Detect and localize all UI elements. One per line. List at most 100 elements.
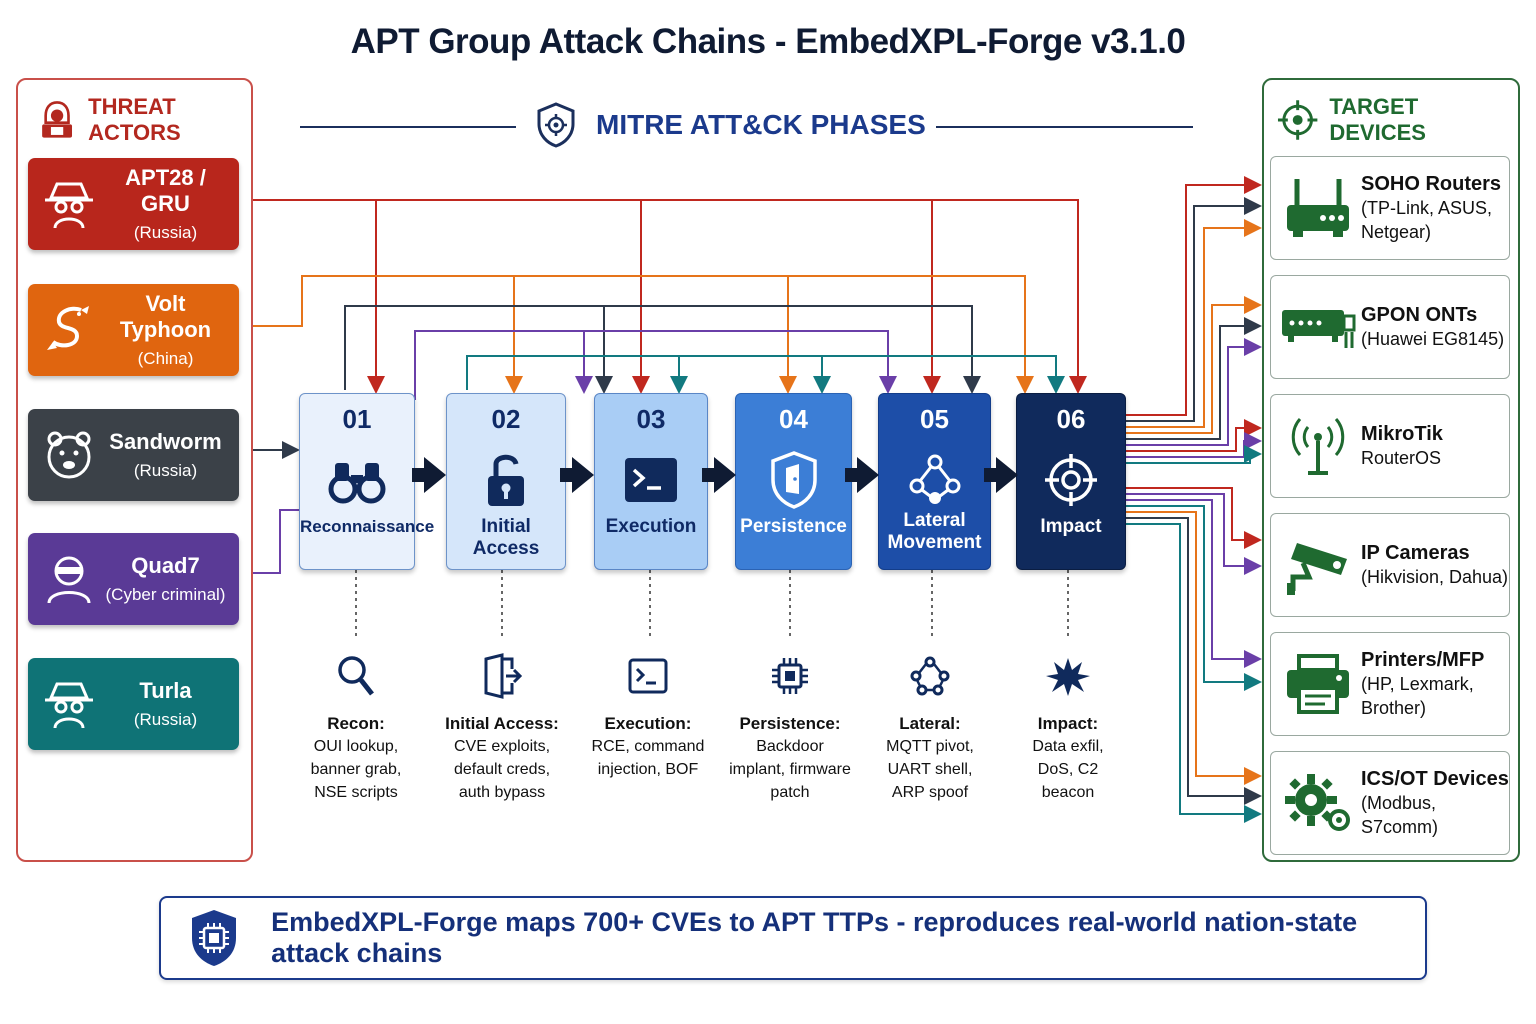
target-devices-panel: TARGET DEVICES SOHO Routers(TP-Link, ASU… [1262,78,1520,862]
shield-door-icon [770,451,817,509]
phase-arrow-1-2 [412,457,446,493]
phase-number: 05 [920,404,949,434]
actor-sandworm[interactable]: Sandworm(Russia) [28,409,239,501]
target-sub: Netgear) [1361,222,1432,242]
target-name: Printers/MFP [1361,649,1485,671]
detail-lateral: Lateral: MQTT pivot, UART shell, ARP spo… [855,652,1005,804]
detail-recon: Recon: OUI lookup, banner grab, NSE scri… [281,652,431,804]
target-name: MikroTik [1361,423,1443,445]
phase-impact[interactable]: 06 Impact [1016,393,1126,570]
detail-heading: Impact: [1037,714,1099,733]
detail-line: injection, BOF [597,761,699,778]
network-nodes-icon [910,656,950,696]
threat-actors-heading: THREAT ACTORS [36,94,251,146]
detail-heading: Persistence: [739,714,841,733]
camera-icon [1287,543,1347,595]
detail-line: auth bypass [458,784,546,801]
actor-origin: (Russia) [133,223,198,242]
volt-typhoon-connectors [238,275,1034,394]
phase-number: 06 [1056,404,1086,434]
mitre-heading: MITRE ATT&CK PHASES [536,102,926,148]
detail-line: implant, firmware [729,761,851,778]
target-icon [1277,100,1318,140]
phase-arrow-3-4 [702,457,736,493]
gear-icon [1285,774,1350,831]
ont-icon [1282,310,1356,348]
spy-hat-icon [45,682,93,729]
actor-quad7[interactable]: Quad7(Cyber criminal) [28,533,239,625]
phase-label: Initial Access [472,516,540,559]
detail-line: RCE, command [591,738,705,755]
target-name: ICS/OT Devices [1361,768,1509,790]
target-devices-heading-text: TARGET DEVICES [1329,94,1426,145]
network-nodes-icon [909,454,960,504]
target-name: IP Cameras [1361,542,1470,564]
target-gpon-onts[interactable]: GPON ONTs(Huawei EG8145) [1270,275,1510,379]
summary-banner: EmbedXPL-Forge maps 700+ CVEs to APT TTP… [159,896,1427,980]
actor-name: Sandworm [109,429,222,454]
explosion-icon [1046,658,1090,696]
target-sub: (TP-Link, ASUS, [1361,198,1493,218]
printer-icon [1287,654,1349,714]
actor-name: Turla [139,678,192,703]
actor-origin: (Cyber criminal) [105,585,226,604]
terminal-icon [628,658,668,694]
target-sub: (HP, Lexmark, [1361,674,1474,694]
phase-persistence[interactable]: 04 Persistence [735,393,852,570]
detail-heading: Lateral: [899,714,961,733]
phase-arrow-5-6 [984,457,1018,493]
phase-number: 02 [491,404,521,434]
shield-target-icon [537,102,575,148]
door-enter-icon [484,653,522,699]
router-icon [1287,179,1349,237]
actor-name: APT28 / GRU [125,165,206,216]
phase-reconnaissance[interactable]: 01 Reconnaissance [299,393,434,570]
target-sub: Brother) [1361,698,1427,718]
actor-volt-typhoon[interactable]: Volt Typhoon(China) [28,284,239,376]
detail-line: MQTT pivot, [886,738,974,755]
hacker-icon [42,101,73,138]
magnifier-icon [338,656,374,696]
actor-turla[interactable]: Turla(Russia) [28,658,239,750]
phase-arrow-2-3 [560,457,594,493]
detail-line: NSE scripts [314,784,398,801]
phase-arrow-4-5 [845,457,879,493]
phase-label: Lateral Movement [887,510,982,553]
bear-icon [47,431,91,479]
detail-persistence: Persistence: Backdoor implant, firmware … [715,652,865,804]
target-name: GPON ONTs [1361,304,1478,326]
summary-banner-text: EmbedXPL-Forge maps 700+ CVEs to APT TTP… [271,907,1358,968]
target-ip-cameras[interactable]: IP Cameras (Hikvision, Dahua) [1270,513,1510,617]
phase-detail-dotted-links [355,570,1069,640]
phase-lateral-movement[interactable]: 05 Lateral Movement [878,393,991,570]
detail-line: default creds, [453,761,551,778]
actor-apt28[interactable]: APT28 / GRU (Russia) [28,158,239,250]
detail-line: banner grab, [310,761,402,778]
target-ics-ot[interactable]: ICS/OT Devices (Modbus, S7comm) [1270,751,1510,855]
phase-initial-access[interactable]: 02 Initial Access [446,393,566,570]
mitre-phases-header: MITRE ATT&CK PHASES [300,102,1193,158]
terminal-icon [625,458,677,502]
target-soho-routers[interactable]: SOHO Routers(TP-Link, ASUS,Netgear) [1270,156,1510,260]
detail-line: OUI lookup, [313,738,399,755]
phase-label: Execution [605,516,697,537]
target-sub: (Hikvision, Dahua) [1361,567,1509,587]
detail-line: ARP spoof [891,784,969,801]
threat-actors-panel: THREAT ACTORS APT28 / GRU (Russia) Volt T… [16,78,253,862]
target-printers[interactable]: Printers/MFP (HP, Lexmark, Brother) [1270,632,1510,736]
impact-to-targets-connectors [1124,176,1262,823]
dragon-icon [47,306,89,350]
phase-number: 03 [636,404,666,434]
mitre-divider-right [936,126,1193,128]
phase-execution[interactable]: 03 Execution [594,393,708,570]
apt28-connectors [238,195,1087,394]
shield-chip-icon [192,910,237,966]
threat-actors-heading-text: THREAT ACTORS [88,94,181,145]
target-sub: (Modbus, S7comm) [1361,793,1439,837]
masked-person-icon [47,556,91,604]
detail-line: DoS, C2 [1037,761,1099,778]
target-sub: RouterOS [1361,448,1442,468]
crosshair-icon [1045,454,1097,506]
binoculars-icon [328,463,386,504]
